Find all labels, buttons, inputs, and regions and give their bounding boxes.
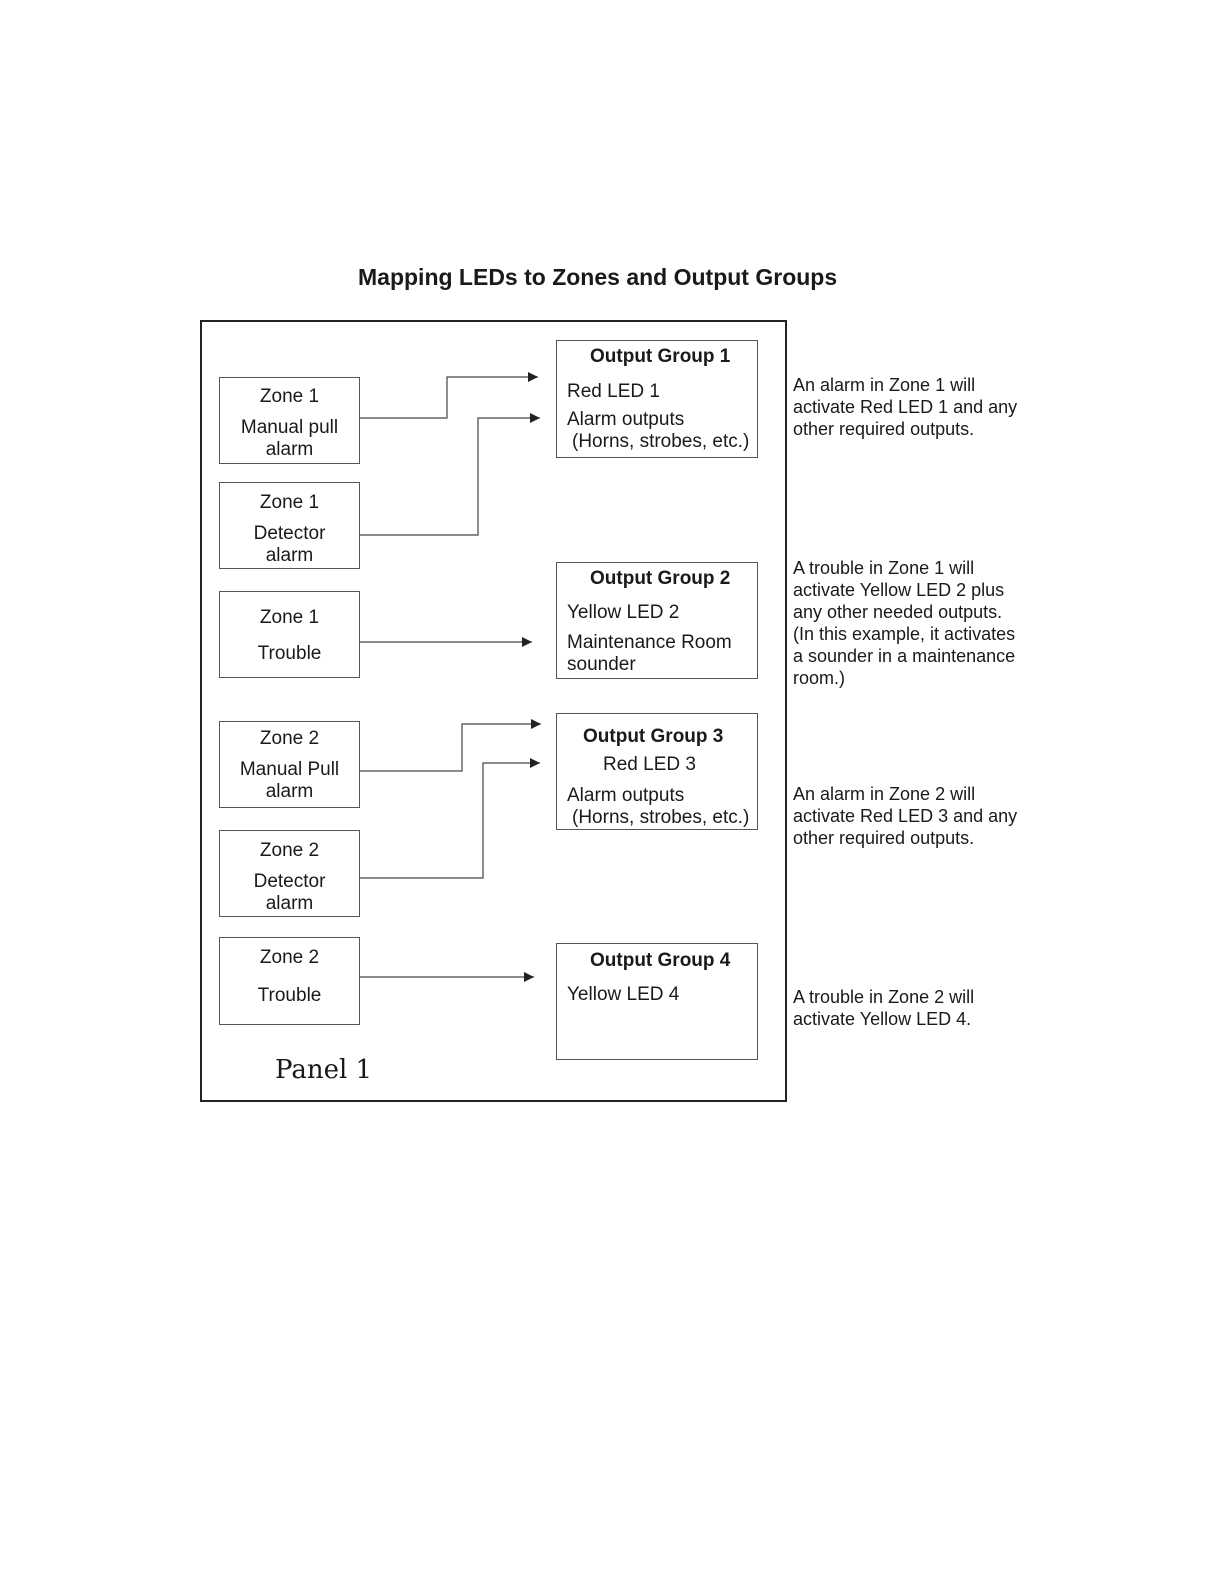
output-group-line: Yellow LED 2 <box>567 602 680 623</box>
output-group-title: Output Group 4 <box>590 950 731 971</box>
output-group-line: Red LED 1 <box>567 381 660 402</box>
note-line: A trouble in Zone 2 will <box>793 987 975 1007</box>
zone-box-zone2-manual-pull: Zone 2 Manual Pull alarm <box>219 721 360 808</box>
output-group-line: Maintenance Room <box>567 632 732 653</box>
zone-label: alarm <box>265 893 314 914</box>
zone-title: Zone 1 <box>259 607 320 628</box>
note-line: activate Yellow LED 4. <box>793 1009 972 1029</box>
zone-title: Zone 1 <box>259 492 320 513</box>
output-group-line: (Horns, strobes, etc.) <box>572 807 750 828</box>
note-line: activate Yellow LED 2 plus <box>793 580 1005 600</box>
diagram-title: Mapping LEDs to Zones and Output Groups <box>358 264 838 290</box>
note-line: room.) <box>793 668 846 688</box>
zone-box-zone2-detector: Zone 2 Detector alarm <box>219 830 360 917</box>
zone-title: Zone 2 <box>259 947 320 968</box>
output-group-title: Output Group 1 <box>590 346 731 367</box>
zone-label: Manual Pull <box>239 759 340 780</box>
zone-label: alarm <box>265 781 314 802</box>
output-group-line: Red LED 3 <box>603 754 696 775</box>
connector-zone2-manual <box>360 719 541 772</box>
note-line: a sounder in a maintenance <box>793 646 1016 666</box>
zone-label: Manual pull <box>240 417 339 438</box>
output-group-line: sounder <box>567 654 636 675</box>
zone-box-zone1-detector: Zone 1 Detector alarm <box>219 482 360 569</box>
zone-label: alarm <box>265 545 314 566</box>
note-line: other required outputs. <box>793 828 975 848</box>
output-group-title: Output Group 3 <box>583 726 724 747</box>
zone-label: Trouble <box>257 643 322 664</box>
zone-box-zone1-trouble: Zone 1 Trouble <box>219 591 360 678</box>
note-line: other required outputs. <box>793 419 975 439</box>
zone-title: Zone 1 <box>259 386 320 407</box>
output-group-line: Alarm outputs <box>567 409 685 430</box>
connector-zone2-detector <box>360 758 540 879</box>
output-group-4-box: Output Group 4 Yellow LED 4 <box>556 943 758 1060</box>
zone-title: Zone 2 <box>259 728 320 749</box>
panel-frame <box>200 320 787 1102</box>
connector-zone1-detector <box>360 413 540 536</box>
note-zone1-alarm: An alarm in Zone 1 will activate Red LED… <box>793 374 1043 440</box>
zone-label: alarm <box>265 439 314 460</box>
panel-label: Panel 1 <box>275 1055 373 1085</box>
note-line: A trouble in Zone 1 will <box>793 558 975 578</box>
note-zone1-trouble: A trouble in Zone 1 will activate Yellow… <box>793 557 1043 689</box>
output-group-title: Output Group 2 <box>590 568 731 589</box>
output-group-3-box: Output Group 3 Red LED 3 Alarm outputs (… <box>556 713 758 830</box>
output-group-line: Yellow LED 4 <box>567 984 680 1005</box>
note-zone2-alarm: An alarm in Zone 2 will activate Red LED… <box>793 783 1043 849</box>
output-group-line: Alarm outputs <box>567 785 685 806</box>
connector-zone1-manual <box>360 372 538 419</box>
zone-label: Trouble <box>257 985 322 1006</box>
note-line: any other needed outputs. <box>793 602 1003 622</box>
note-line: An alarm in Zone 1 will <box>793 375 976 395</box>
zone-box-zone2-trouble: Zone 2 Trouble <box>219 937 360 1025</box>
zone-box-zone1-manual-pull: Zone 1 Manual pull alarm <box>219 377 360 464</box>
output-group-2-box: Output Group 2 Yellow LED 2 Maintenance … <box>556 562 758 679</box>
note-line: An alarm in Zone 2 will <box>793 784 976 804</box>
output-group-1-box: Output Group 1 Red LED 1 Alarm outputs (… <box>556 340 758 458</box>
zone-title: Zone 2 <box>259 840 320 861</box>
note-line: activate Red LED 3 and any <box>793 806 1018 826</box>
zone-label: Detector <box>253 871 326 892</box>
note-line: (In this example, it activates <box>793 624 1016 644</box>
note-line: activate Red LED 1 and any <box>793 397 1018 417</box>
note-zone2-trouble: A trouble in Zone 2 will activate Yellow… <box>793 986 1043 1030</box>
output-group-line: (Horns, strobes, etc.) <box>572 431 750 452</box>
zone-label: Detector <box>253 523 326 544</box>
